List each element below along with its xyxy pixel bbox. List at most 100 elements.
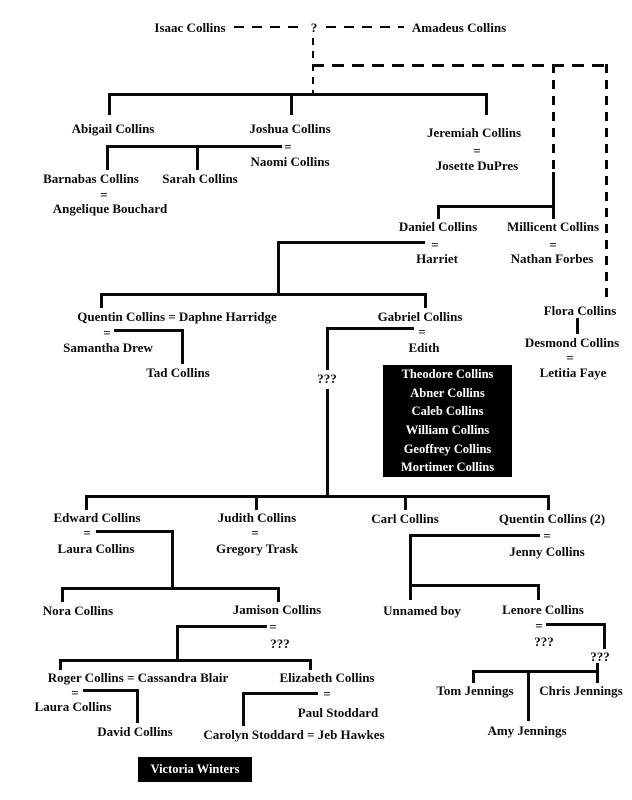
relation-line [424, 293, 427, 308]
uncertain-relation-dashed-line [312, 64, 608, 67]
unknown-marker-unknown-lenore-spouse: ??? [534, 634, 554, 649]
relation-line [85, 495, 550, 498]
person-label-barnabas-collins: Barnabas Collins [43, 171, 139, 186]
uncertain-relation-dashed-line [605, 64, 608, 302]
person-label-naomi-collins: Naomi Collins [250, 154, 330, 169]
couple-label-carolyn-jeb: Carolyn Stoddard = Jeb Hawkes [203, 727, 385, 742]
relation-line [552, 172, 555, 207]
relation-line [181, 329, 184, 364]
person-label-edith: Edith [408, 340, 440, 355]
person-label-amy-jennings: Amy Jennings [487, 723, 567, 738]
relation-line [242, 692, 318, 695]
person-label-abigail-collins: Abigail Collins [71, 121, 155, 136]
marriage-equals-eq-barnabas: = [100, 187, 108, 202]
person-label-samantha-drew: Samantha Drew [63, 340, 153, 355]
relation-line [277, 241, 425, 244]
relation-line [277, 241, 280, 295]
relation-line [100, 293, 103, 308]
couple-label-roger-cassandra: Roger Collins = Cassandra Blair [47, 670, 229, 685]
relation-line [136, 689, 139, 723]
person-label-jeremiah-collins: Jeremiah Collins [426, 125, 522, 140]
person-label-caleb-collins: Caleb Collins [411, 404, 484, 419]
person-label-david-collins: David Collins [97, 724, 173, 739]
marriage-equals-eq-edward-laura: = [83, 525, 91, 540]
person-label-carl-collins: Carl Collins [371, 511, 439, 526]
person-label-jenny-collins: Jenny Collins [509, 544, 585, 559]
person-label-abner-collins: Abner Collins [410, 385, 485, 400]
person-label-laura-collins-2: Laura Collins [34, 699, 112, 714]
marriage-equals-eq-elizabeth-paul: = [323, 686, 331, 701]
person-label-nathan-forbes: Nathan Forbes [510, 251, 594, 266]
person-label-sarah-collins: Sarah Collins [162, 171, 238, 186]
relation-line [85, 495, 88, 510]
relation-line [485, 93, 488, 115]
person-label-quentin-collins-2: Quentin Collins (2) [498, 511, 606, 526]
relation-line [100, 293, 427, 296]
relation-line [437, 205, 555, 208]
person-label-william-collins: William Collins [405, 423, 490, 438]
relation-line [472, 670, 599, 673]
uncertain-relation-dashed-line [234, 26, 306, 28]
relation-line [326, 327, 329, 370]
person-label-daniel-collins: Daniel Collins [398, 219, 478, 234]
relation-line [409, 584, 540, 587]
relation-line [537, 584, 540, 600]
marriage-equals-eq-lenore: = [535, 618, 543, 633]
relation-line [61, 587, 64, 602]
relation-line [277, 587, 280, 602]
person-label-judith-collins: Judith Collins [217, 510, 297, 525]
person-label-gabriel-collins: Gabriel Collins [377, 309, 463, 324]
person-label-lenore-collins: Lenore Collins [502, 602, 584, 617]
person-label-elizabeth-collins: Elizabeth Collins [279, 670, 375, 685]
person-label-paul-stoddard: Paul Stoddard [297, 705, 379, 720]
person-label-gregory-trask: Gregory Trask [216, 541, 298, 556]
relation-line [96, 530, 174, 533]
person-label-flora-collins: Flora Collins [543, 303, 617, 318]
relation-line [596, 663, 599, 683]
relation-line [309, 659, 312, 670]
person-label-theodore-collins: Theodore Collins [401, 367, 494, 381]
marriage-equals-eq-gabriel-edith: = [418, 324, 426, 339]
relation-line [176, 625, 179, 660]
relation-line [576, 318, 579, 334]
relation-line [547, 495, 550, 510]
person-label-unnamed-boy: Unnamed boy [383, 603, 461, 618]
relation-line [61, 587, 280, 590]
person-label-tad-collins: Tad Collins [146, 365, 210, 380]
relation-line [404, 495, 407, 510]
unknown-marker-unknown-ancestor: ? [310, 20, 318, 35]
relation-line [527, 670, 530, 721]
relation-line [255, 495, 258, 510]
relation-line [290, 93, 293, 115]
marriage-equals-eq-joshua-naomi: = [284, 139, 292, 154]
uncertain-relation-dashed-line [552, 64, 555, 172]
unknown-marker-unknown-gabriel-line: ??? [317, 371, 337, 386]
relation-line [409, 534, 412, 586]
person-label-nora-collins: Nora Collins [42, 603, 114, 618]
person-label-chris-jennings: Chris Jennings [539, 683, 623, 698]
person-label-isaac-collins: Isaac Collins [154, 20, 226, 35]
marriage-equals-eq-daniel-harriet: = [431, 237, 439, 252]
relation-line [106, 145, 282, 148]
relation-line [472, 670, 475, 683]
marriage-equals-eq-desmond-letitia: = [566, 350, 574, 365]
relation-line [59, 659, 62, 670]
highlight-box-victoria-winters: Victoria Winters [138, 757, 252, 782]
uncertain-relation-dashed-line [326, 26, 404, 28]
person-label-victoria-winters: Victoria Winters [150, 762, 240, 776]
relation-line [437, 205, 440, 219]
person-label-desmond-collins: Desmond Collins [524, 335, 620, 350]
person-label-harriet: Harriet [416, 251, 458, 266]
person-label-joshua-collins: Joshua Collins [249, 121, 331, 136]
marriage-equals-eq-millicent-nathan: = [549, 237, 557, 252]
relation-line [108, 93, 111, 115]
marriage-equals-eq-judith-gregory: = [251, 525, 259, 540]
person-label-tom-jennings: Tom Jennings [436, 683, 514, 698]
relation-line [409, 584, 412, 600]
person-label-jamison-collins: Jamison Collins [232, 602, 322, 617]
relation-line [552, 205, 555, 219]
unknown-marker-unknown-jennings-parent: ??? [590, 649, 610, 664]
marriage-equals-eq-jamison: = [269, 619, 277, 634]
